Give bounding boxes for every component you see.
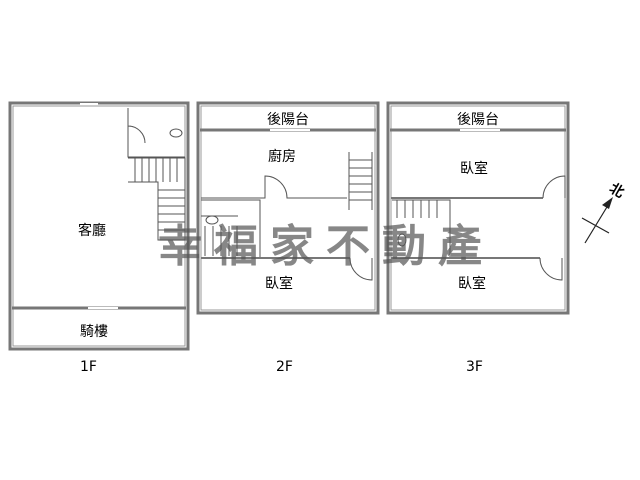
- staircase: [348, 152, 373, 210]
- room-label-arcade: 騎樓: [80, 324, 108, 340]
- room-label-bedroom-3f-front: 臥室: [458, 276, 486, 292]
- room-label-back-balcony-2f: 後陽台: [267, 112, 309, 128]
- floor-label-1f: 1F: [80, 359, 97, 375]
- floor-label-2f: 2F: [276, 359, 293, 375]
- floor-3f: [386, 101, 570, 315]
- north-arrow-icon: [581, 197, 613, 244]
- room-label-bedroom-2f: 臥室: [265, 276, 293, 292]
- room-label-living-room: 客廳: [78, 223, 106, 239]
- watermark: 幸福家不動產: [158, 221, 494, 272]
- staircase: [128, 157, 186, 241]
- floor-label-3f: 3F: [466, 359, 483, 375]
- floor-2f: [196, 101, 380, 315]
- room-label-kitchen: 廚房: [268, 149, 296, 165]
- room-label-back-balcony-3f: 後陽台: [457, 112, 499, 128]
- floor-1f: [8, 101, 190, 351]
- compass-north-label: 北: [606, 180, 627, 202]
- room-label-bedroom-3f-back: 臥室: [460, 161, 488, 177]
